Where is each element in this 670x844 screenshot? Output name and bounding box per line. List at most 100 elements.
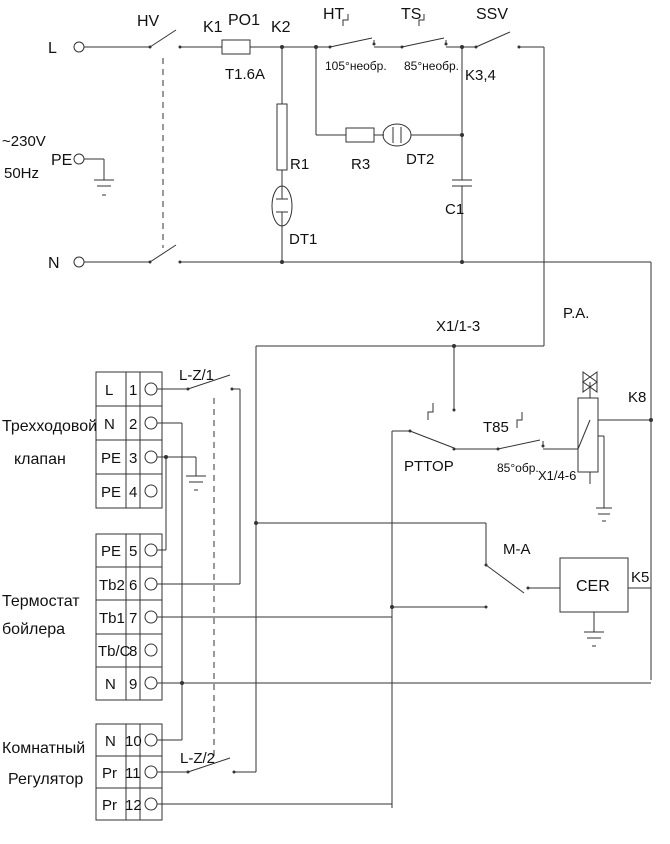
pttop-switch: PTTOP — [390, 400, 498, 808]
terminal-num: 5 — [129, 543, 137, 560]
terminal-num: 7 — [129, 610, 137, 627]
r3-dt2-branch — [315, 47, 464, 147]
label-t85-note: 85°обр. — [497, 461, 539, 475]
label-lz1: L-Z/1 — [179, 367, 214, 384]
terminal-num: 9 — [129, 676, 137, 693]
terminal-num: 4 — [129, 484, 137, 501]
neon-dt2 — [382, 123, 412, 147]
terminal-num: 3 — [129, 450, 137, 467]
group-labels: Трехходовой клапан Термостат бойлера Ком… — [2, 418, 97, 788]
label-x1-13: X1/1-3 — [436, 318, 480, 335]
terminal-screw-11 — [144, 765, 158, 779]
group-room-line1: Комнатный — [2, 740, 85, 757]
terminal-num: 11 — [125, 765, 141, 782]
group-valve-line2: клапан — [14, 451, 66, 468]
terminal-label: PE — [101, 450, 121, 467]
terminal-label: Tb1 — [99, 610, 125, 627]
t85-switch: T85 85°обр. X1/4-6 — [483, 412, 578, 483]
label-x1-46: X1/4-6 — [538, 468, 576, 483]
label-lz2: L-Z/2 — [180, 750, 215, 767]
terminal-num: 6 — [129, 577, 137, 594]
label-k2: K2 — [271, 19, 291, 36]
supply-terminals: L PE N ~230V 50Hz — [2, 40, 85, 272]
terminal-label: N — [104, 416, 115, 433]
pa-actuator: K8 — [577, 371, 653, 522]
terminal-label: PE — [101, 484, 121, 501]
label-dt2: DT2 — [406, 151, 434, 168]
terminal-wiring: L-Z/1 L-Z/2 — [157, 367, 651, 805]
terminal-label: N — [105, 676, 116, 693]
label-k5: K5 — [631, 569, 649, 586]
terminal-num: 2 — [129, 416, 137, 433]
x1-bus: X1/1-3 P.A. — [254, 305, 589, 772]
label-dt1: DT1 — [289, 231, 317, 248]
terminal-screw-4 — [144, 484, 158, 498]
label-hv: HV — [137, 13, 160, 30]
label-pe: PE — [51, 152, 72, 169]
terminal-num: 1 — [129, 382, 137, 399]
terminal-screw-3 — [144, 450, 158, 464]
label-cer: CER — [576, 578, 610, 595]
label-n: N — [48, 255, 60, 272]
hv-switch-top — [149, 29, 177, 48]
terminal-screw-5 — [144, 543, 158, 557]
label-po1: PO1 — [228, 12, 260, 29]
label-ts-note: 85°необр. — [404, 59, 459, 73]
label-ht-note: 105°необр. — [325, 59, 387, 73]
label-pttop: PTTOP — [404, 458, 454, 475]
terminal-label: N — [105, 733, 116, 750]
terminal-screw-9 — [144, 676, 158, 690]
fuse-po1 — [221, 39, 251, 55]
group-valve-line1: Трехходовой — [2, 418, 97, 435]
pe-ground — [84, 158, 114, 196]
terminal-num: 8 — [129, 643, 137, 660]
terminal-num: 10 — [125, 733, 142, 750]
label-k8: K8 — [628, 389, 646, 406]
terminal-pe — [73, 153, 85, 165]
terminal-label: L — [105, 382, 113, 399]
terminal-screw-12 — [144, 797, 158, 811]
terminal-label: PE — [101, 543, 121, 560]
label-c1: C1 — [445, 201, 464, 218]
lz1-switch — [187, 374, 231, 390]
line-wire — [84, 14, 545, 346]
label-t85: T85 — [483, 419, 509, 436]
terminal-label: Tb/C — [98, 643, 131, 660]
label-voltage: ~230V — [2, 133, 46, 150]
terminal-screw-10 — [144, 733, 158, 747]
actuator-box — [577, 397, 599, 473]
terminal-l — [73, 41, 85, 53]
label-k1: K1 — [203, 19, 223, 36]
terminal-screw-6 — [144, 577, 158, 591]
label-frequency: 50Hz — [4, 165, 39, 182]
group-room-line2: Регулятор — [8, 771, 83, 788]
resistor-r3 — [345, 127, 375, 143]
label-ssv: SSV — [476, 6, 508, 23]
label-pa: P.A. — [563, 305, 589, 322]
terminal-n — [73, 256, 85, 268]
terminal-screw-7 — [144, 610, 158, 624]
terminal-label: Tb2 — [99, 577, 125, 594]
c1-branch — [452, 47, 472, 262]
terminal-screw-2 — [144, 416, 158, 430]
label-ts: TS — [401, 6, 421, 23]
terminal-screw-8 — [144, 643, 158, 657]
label-ht: HT — [323, 6, 345, 23]
label-ma: M-A — [503, 541, 531, 558]
r1-dt1-branch — [271, 47, 293, 262]
group-thermostat-line2: бойлера — [2, 621, 65, 638]
terminal-label: Pr — [102, 765, 117, 782]
ma-cer: M-A CER K5 — [484, 541, 651, 647]
lz2-switch — [187, 757, 231, 773]
label-r1: R1 — [290, 156, 309, 173]
resistor-r1 — [276, 103, 288, 171]
terminal-block: L 1 N 2 PE 3 PE 4 PE 5 Tb2 6 Tb1 7 Tb/C … — [95, 371, 163, 821]
terminal-label: Pr — [102, 797, 117, 814]
group-thermostat-line1: Термостат — [2, 593, 80, 610]
terminal-num: 12 — [125, 797, 142, 814]
terminal-screw-1 — [144, 382, 158, 396]
label-l: L — [48, 40, 57, 57]
top-labels: HV K1 PO1 T1.6A K2 HT 105°необр. TS 85°н… — [137, 6, 508, 248]
label-k34: K3,4 — [465, 67, 496, 84]
